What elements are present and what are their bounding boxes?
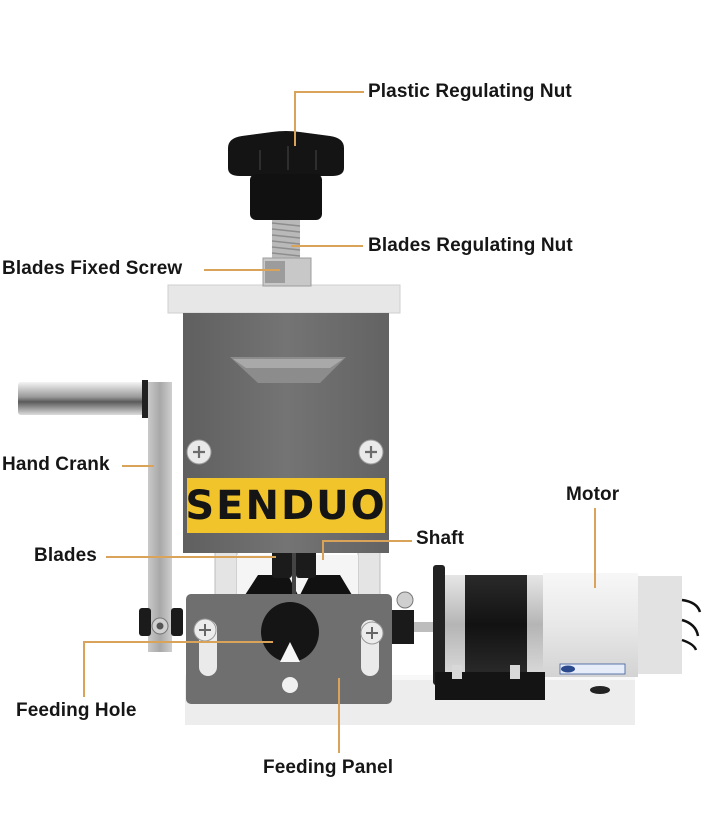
leader-blades-fixed-screw [204,269,280,271]
hand-crank-graphic [18,380,183,652]
leader-shaft-h [322,540,412,542]
label-blades-fixed-screw: Blades Fixed Screw [2,258,183,279]
top-cap [167,284,401,314]
leader-plastic-regulating-nut-h [294,91,364,93]
leader-plastic-regulating-nut-v [294,91,296,146]
regulating-knob-assembly [228,131,344,287]
label-shaft: Shaft [416,528,464,549]
label-motor: Motor [566,484,620,505]
label-blades: Blades [34,545,97,566]
label-feeding-hole: Feeding Hole [16,700,137,721]
leader-motor [594,508,596,588]
leader-feeding-panel [338,678,340,753]
leader-shaft-v [322,540,324,560]
blades-graphic [245,548,352,598]
shaft-coupler [392,591,438,644]
leader-hand-crank [122,465,154,467]
label-blades-regulating-nut: Blades Regulating Nut [368,235,573,256]
feeding-panel-graphic [186,594,392,704]
leader-feeding-hole-v [83,641,85,697]
leader-blades [106,556,276,558]
brand-plate [187,478,385,533]
leader-blades-regulating-nut [291,245,363,247]
leader-feeding-hole-h [83,641,273,643]
motor-graphic [433,565,702,700]
label-plastic-regulating-nut: Plastic Regulating Nut [368,81,572,102]
label-hand-crank: Hand Crank [2,454,110,475]
label-feeding-panel: Feeding Panel [263,757,394,778]
brand-logo: SENDUO [185,482,387,529]
